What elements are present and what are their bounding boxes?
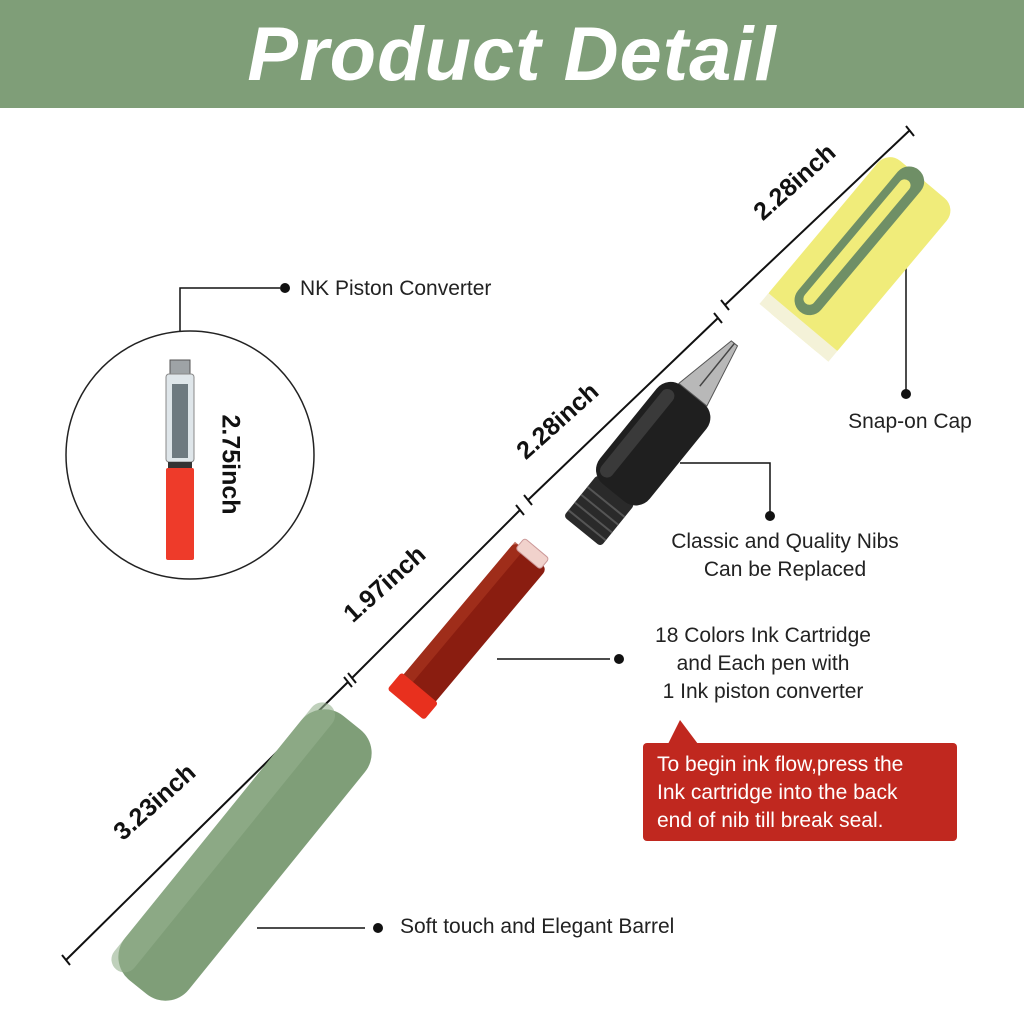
barrel-label: Soft touch and Elegant Barrel: [400, 915, 675, 938]
converter-label: NK Piston Converter: [300, 277, 492, 300]
grip-section: [565, 340, 739, 545]
nib-label-line1: Classic and Quality Nibs: [671, 530, 899, 553]
nib-dot: [765, 511, 775, 521]
cartridge-label-line1: 18 Colors Ink Cartridge: [655, 624, 871, 647]
callout-line3: end of nib till break seal.: [657, 809, 884, 832]
header-banner: Product Detail: [0, 0, 1024, 108]
nib-label: Classic and Quality Nibs Can be Replaced: [630, 528, 940, 584]
cartridge-label: 18 Colors Ink Cartridge and Each pen wit…: [608, 622, 918, 706]
section-dimension-line: [523, 312, 723, 506]
snap-on-cap: [759, 157, 951, 362]
cartridge-dimension-line: [347, 504, 525, 684]
cartridge-label-line3: 1 Ink piston converter: [662, 680, 864, 703]
leader-dots: [280, 283, 911, 933]
barrel-dot: [373, 923, 383, 933]
cartridge-label-line2: and Each pen with: [676, 652, 850, 675]
barrel: [111, 702, 372, 1001]
nib-leader: [680, 462, 771, 514]
cap-label: Snap-on Cap: [848, 410, 972, 433]
callout-line1: To begin ink flow,press the: [657, 753, 904, 776]
converter-dimension-label: 2.75inch: [216, 414, 245, 515]
callout-line2: Ink cartridge into the back: [657, 781, 898, 804]
converter-dot: [280, 283, 290, 293]
leader-lines: [179, 260, 907, 929]
nib-label-line2: Can be Replaced: [703, 558, 867, 581]
ink-flow-callout: To begin ink flow,press the Ink cartridg…: [643, 743, 957, 841]
page-title: Product Detail: [247, 11, 777, 97]
cartridge-dot: [614, 654, 624, 664]
callout-pointer: [668, 720, 698, 744]
ink-cartridge: [388, 538, 549, 719]
cap-dot: [901, 389, 911, 399]
piston-converter: [165, 359, 195, 560]
cap-dimension-line: [720, 125, 915, 311]
